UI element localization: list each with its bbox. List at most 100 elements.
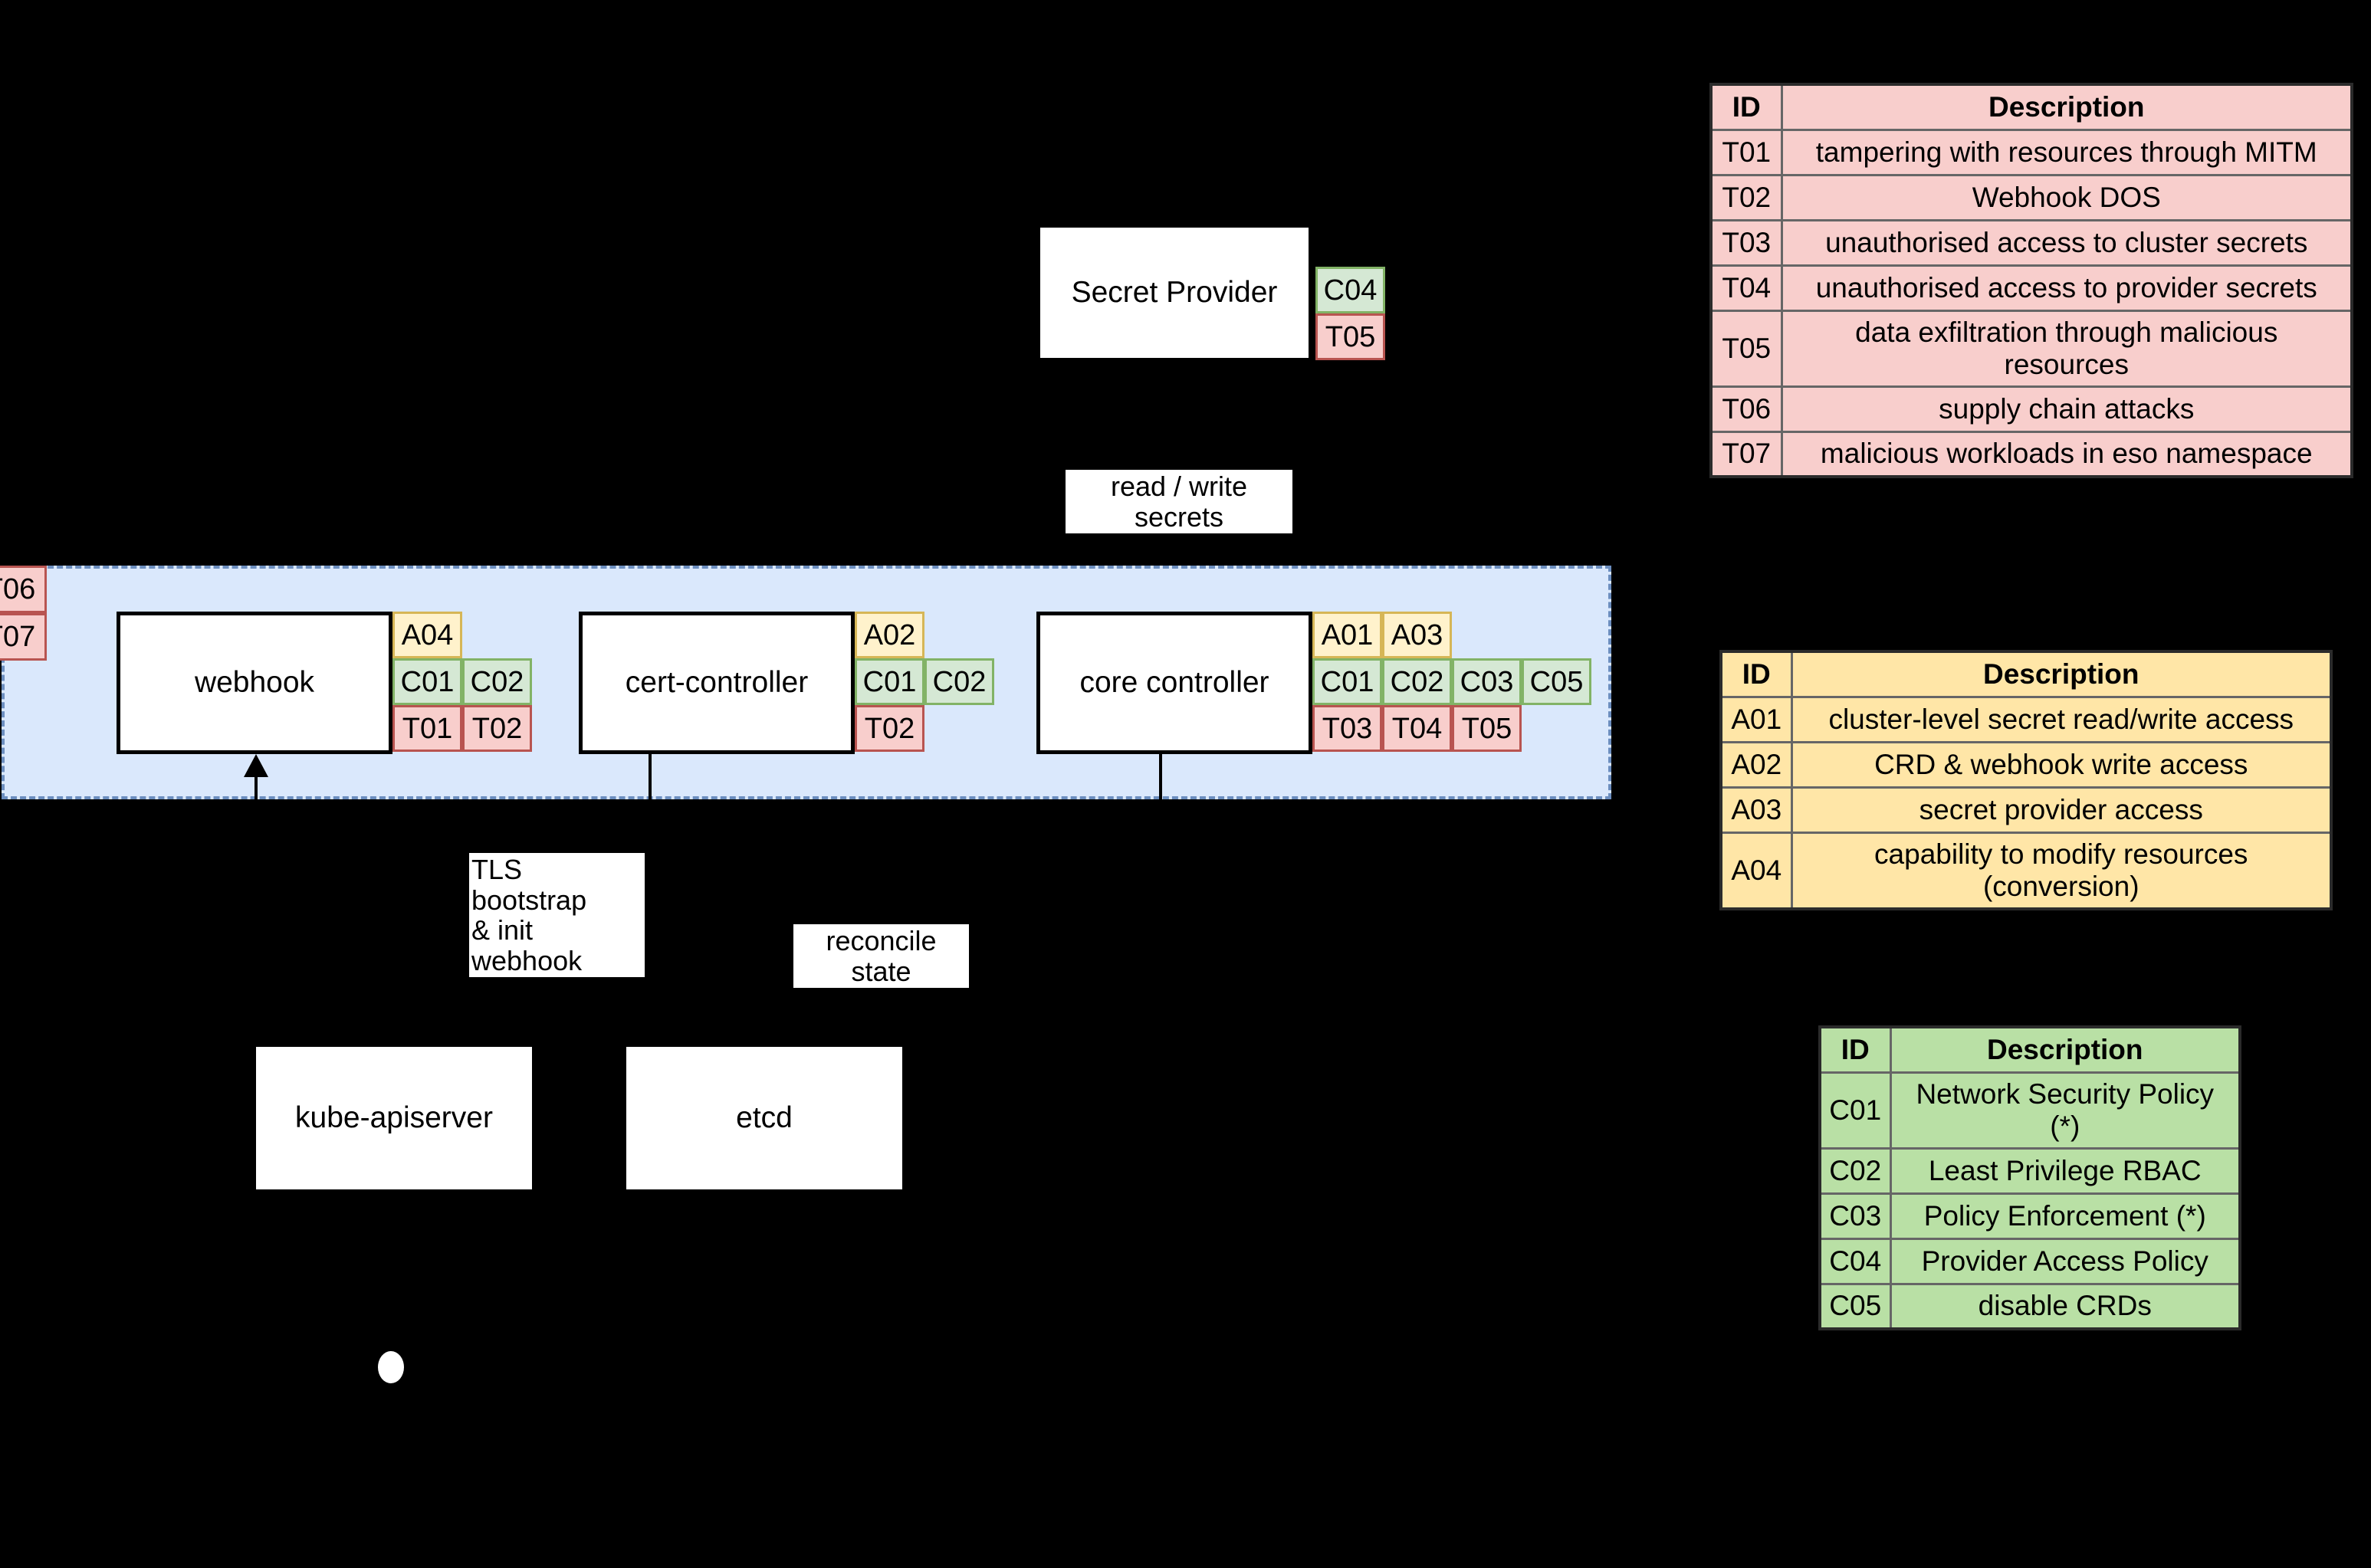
tag-control-c02-core-controller[interactable]: C02: [1382, 658, 1452, 705]
table-row: A01 cluster-level secret read/write acce…: [1719, 695, 2333, 743]
cell-description: Provider Access Policy: [1889, 1237, 2241, 1285]
table-row: C01 Network Security Policy (*): [1818, 1071, 2241, 1150]
cell-id: A04: [1719, 831, 1793, 910]
tag-threat-t02-webhook[interactable]: T02: [462, 705, 532, 752]
tag-threat-t07-zone[interactable]: T07: [0, 613, 47, 661]
node-cert-controller[interactable]: cert-controller: [579, 612, 855, 754]
tag-label: T05: [1461, 712, 1512, 745]
tag-label: A03: [1391, 618, 1443, 651]
node-etcd[interactable]: etcd: [626, 1047, 902, 1189]
edge-core-controller-down: [1159, 754, 1162, 800]
table-row: C05 disable CRDs: [1818, 1282, 2241, 1330]
tag-threat-t06-zone[interactable]: T06: [0, 566, 47, 613]
cell-description: capability to modify resources (conversi…: [1790, 831, 2333, 910]
tag-control-c01-webhook[interactable]: C01: [392, 658, 462, 705]
tag-label: T03: [1322, 712, 1373, 745]
tag-asset-a03-core-controller[interactable]: A03: [1382, 612, 1452, 658]
edge-label-read-write-secrets: read / write secrets: [1066, 470, 1292, 534]
arrowhead-into-webhook: [244, 754, 268, 777]
tag-label: C01: [862, 665, 917, 698]
node-webhook[interactable]: webhook: [117, 612, 392, 754]
edge-cert-controller-down: [649, 754, 652, 800]
node-label: cert-controller: [625, 665, 809, 699]
cell-description: cluster-level secret read/write access: [1790, 695, 2333, 743]
tag-label: T06: [0, 573, 36, 605]
tag-control-c01-core-controller[interactable]: C01: [1312, 658, 1382, 705]
header-id: ID: [1818, 1025, 1892, 1074]
cell-description: data exfiltration through malicious reso…: [1780, 309, 2353, 388]
table-row: C03 Policy Enforcement (*): [1818, 1192, 2241, 1240]
cell-description: tampering with resources through MITM: [1780, 128, 2353, 176]
tag-threat-t05-core-controller[interactable]: T05: [1452, 705, 1522, 752]
tag-label: T05: [1325, 320, 1376, 353]
header-description: Description: [1889, 1025, 2241, 1074]
tag-control-c01-cert-controller[interactable]: C01: [855, 658, 924, 705]
table-row: T02 Webhook DOS: [1709, 173, 2353, 221]
header-description: Description: [1790, 650, 2333, 698]
table-header-row: ID Description: [1719, 650, 2333, 698]
tag-label: C01: [400, 665, 455, 698]
cell-description: Policy Enforcement (*): [1889, 1192, 2241, 1240]
tag-label: C02: [932, 665, 987, 698]
cell-id: T05: [1709, 309, 1783, 388]
node-label: webhook: [194, 665, 315, 699]
cell-id: C02: [1818, 1146, 1892, 1195]
node-core-controller[interactable]: core controller: [1036, 612, 1312, 754]
node-kube-apiserver[interactable]: kube-apiserver: [256, 1047, 532, 1189]
tag-label: C02: [1390, 665, 1444, 698]
cell-description: secret provider access: [1790, 786, 2333, 834]
table-row: T06 supply chain attacks: [1709, 385, 2353, 433]
legend-table-threats: ID Description T01 tampering with resour…: [1709, 83, 2353, 478]
cell-description: CRD & webhook write access: [1790, 740, 2333, 789]
cell-id: T02: [1709, 173, 1783, 221]
tag-label: T04: [1391, 712, 1443, 745]
tag-label: T07: [0, 621, 36, 653]
tag-control-c03-core-controller[interactable]: C03: [1452, 658, 1522, 705]
cell-description: Network Security Policy (*): [1889, 1071, 2241, 1150]
tag-control-c02-webhook[interactable]: C02: [462, 658, 532, 705]
tag-label: C04: [1323, 274, 1378, 307]
edge-apiserver-to-webhook: [255, 774, 258, 1046]
cell-id: C05: [1818, 1282, 1892, 1330]
tag-threat-t04-core-controller[interactable]: T04: [1382, 705, 1452, 752]
cell-description: unauthorised access to provider secrets: [1780, 264, 2353, 312]
edge-label-tls-bootstrap: TLS bootstrap & init webhook: [469, 853, 645, 978]
tag-threat-t01-webhook[interactable]: T01: [392, 705, 462, 752]
cell-id: A03: [1719, 786, 1793, 834]
tag-label: T02: [471, 712, 523, 745]
cell-description: supply chain attacks: [1780, 385, 2353, 433]
tag-label: A01: [1321, 618, 1374, 651]
actor-head-icon: [378, 1351, 404, 1383]
legend-table-controls: ID Description C01 Network Security Poli…: [1818, 1025, 2241, 1330]
cell-id: C03: [1818, 1192, 1892, 1240]
table-row: T07 malicious workloads in eso namespace: [1709, 430, 2353, 478]
tag-label: C01: [1320, 665, 1374, 698]
header-id: ID: [1709, 83, 1783, 131]
node-label: Secret Provider: [1071, 275, 1278, 309]
table-row: A02 CRD & webhook write access: [1719, 740, 2333, 789]
cell-id: T03: [1709, 218, 1783, 267]
cell-description: Webhook DOS: [1780, 173, 2353, 221]
legend-table-assets: ID Description A01 cluster-level secret …: [1719, 650, 2333, 910]
table-row: C04 Provider Access Policy: [1818, 1237, 2241, 1285]
tag-control-c04-secret-provider[interactable]: C04: [1315, 267, 1385, 313]
node-secret-provider[interactable]: Secret Provider: [1036, 224, 1312, 362]
cell-id: T06: [1709, 385, 1783, 433]
table-row: T03 unauthorised access to cluster secre…: [1709, 218, 2353, 267]
cell-id: C01: [1818, 1071, 1892, 1150]
tag-threat-t05-secret-provider[interactable]: T05: [1315, 313, 1385, 360]
tag-asset-a04-webhook[interactable]: A04: [392, 612, 462, 658]
tag-label: T01: [402, 712, 453, 745]
header-description: Description: [1780, 83, 2353, 131]
tag-label: C03: [1460, 665, 1514, 698]
tag-threat-t03-core-controller[interactable]: T03: [1312, 705, 1382, 752]
cell-id: T04: [1709, 264, 1783, 312]
cell-description: unauthorised access to cluster secrets: [1780, 218, 2353, 267]
tag-threat-t02-cert-controller[interactable]: T02: [855, 705, 924, 752]
tag-asset-a02-cert-controller[interactable]: A02: [855, 612, 924, 658]
header-id: ID: [1719, 650, 1793, 698]
tag-asset-a01-core-controller[interactable]: A01: [1312, 612, 1382, 658]
cell-description: disable CRDs: [1889, 1282, 2241, 1330]
tag-control-c05-core-controller[interactable]: C05: [1522, 658, 1591, 705]
tag-control-c02-cert-controller[interactable]: C02: [924, 658, 994, 705]
